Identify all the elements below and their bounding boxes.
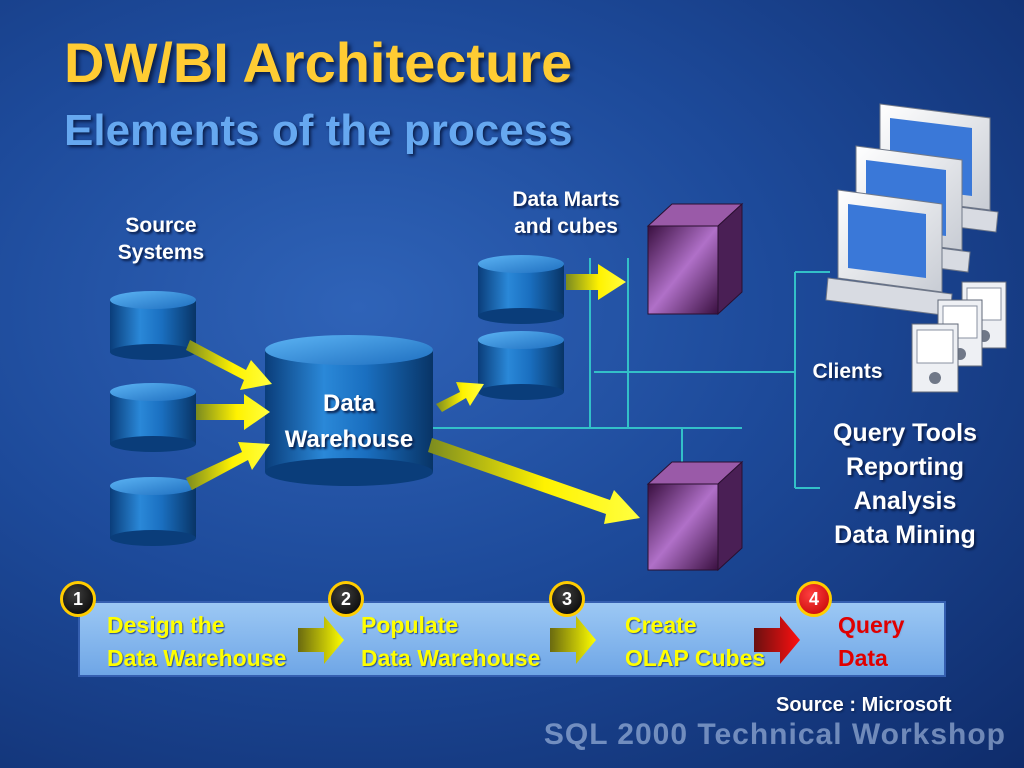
connector-lines	[430, 258, 830, 489]
clients-label: Clients	[812, 360, 883, 383]
step-badge-4: 4	[796, 581, 832, 617]
pda-icon-3	[911, 323, 959, 393]
step-text-4: Query Data	[838, 612, 905, 671]
warehouse-cylinder	[265, 335, 433, 486]
source-systems-label: Source Systems	[117, 214, 205, 265]
warehouse-label: Data Warehouse	[284, 390, 414, 453]
workshop-watermark: SQL 2000 Technical Workshop	[543, 718, 1006, 751]
client-tools-list: Query Tools Reporting Analysis Data Mini…	[800, 416, 1010, 552]
source-cylinder-1	[110, 291, 196, 360]
step-arrow-1	[298, 616, 344, 664]
step-badge-3: 3	[549, 581, 585, 617]
process-bar	[78, 601, 946, 677]
step-text-1: Design the Data Warehouse	[107, 612, 287, 671]
step-arrow-2	[550, 616, 596, 664]
computer-icon-front	[825, 189, 953, 317]
client-tool-item: Data Mining	[834, 521, 976, 549]
source-cylinder-3	[110, 477, 196, 546]
client-tool-item: Analysis	[853, 487, 957, 515]
step-text-3: Create OLAP Cubes	[625, 612, 766, 671]
client-tool-item: Reporting	[845, 453, 965, 481]
step-badge-1: 1	[60, 581, 96, 617]
step-arrow-3	[754, 616, 800, 664]
slide-subtitle: Elements of the process	[64, 106, 573, 155]
source-cylinder-2	[110, 383, 196, 452]
olap-cube-2	[646, 460, 744, 572]
step-text-2: Populate Data Warehouse	[361, 612, 541, 671]
datamart-cylinder-1	[478, 255, 564, 324]
client-tool-item: Query Tools	[832, 419, 977, 447]
olap-cube-1	[646, 202, 744, 316]
slide-title: DW/BI Architecture	[64, 31, 573, 94]
flow-arrows	[186, 264, 640, 524]
step-badge-2: 2	[328, 581, 364, 617]
data-marts-label: Data Marts and cubes	[512, 188, 620, 239]
source-credit: Source : Microsoft	[776, 694, 952, 716]
datamart-cylinder-2	[478, 331, 564, 400]
